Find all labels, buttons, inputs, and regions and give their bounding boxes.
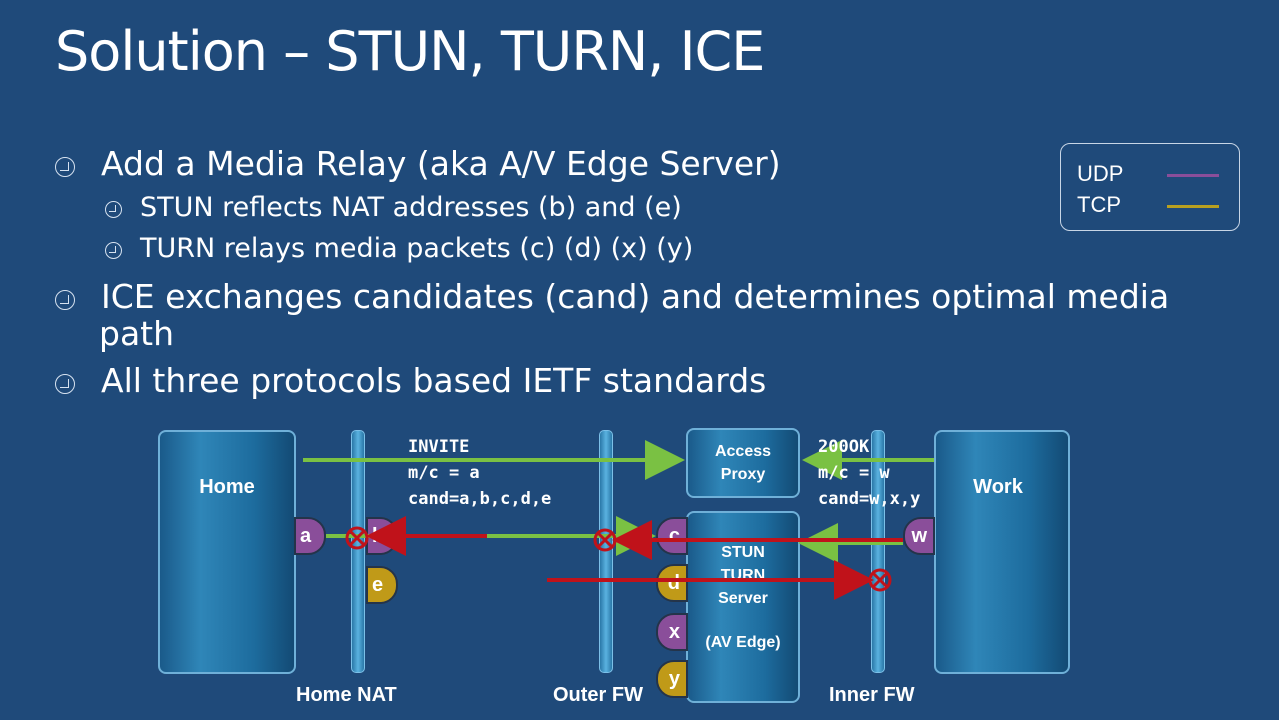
arrow-bullet-icon [105, 201, 122, 218]
inner-fw-label: Inner FW [829, 684, 915, 706]
work-label: Work [973, 476, 1023, 498]
legend-tcp-line [1167, 205, 1219, 208]
port-y: y [656, 660, 688, 698]
bullet-item: All three protocols based IETF standards [55, 362, 766, 400]
bullet-text: TURN relays media packets (c) (d) (x) (y… [140, 233, 694, 264]
bullet-text: All three protocols based IETF standards [101, 361, 767, 400]
bullet-item: ICE exchanges candidates (cand) and dete… [55, 278, 1169, 316]
access-proxy-box [686, 428, 800, 498]
home-nat-pillar [351, 430, 365, 673]
home-label: Home [199, 476, 255, 498]
legend-udp-label: UDP [1077, 161, 1124, 186]
blocked-icon [868, 568, 892, 592]
invite-message: INVITE m/c = a cand=a,b,c,d,e [408, 437, 552, 509]
stun-turn-server-box [686, 511, 800, 703]
inner-fw-pillar [871, 430, 885, 673]
legend: UDP TCP [1060, 143, 1240, 231]
access-proxy-label-1: Access [714, 443, 772, 460]
outer-fw-label: Outer FW [553, 684, 643, 706]
port-w: w [903, 517, 935, 555]
port-a: a [294, 517, 326, 555]
arrow-bullet-icon [55, 290, 75, 310]
stun-label: STUN [721, 544, 765, 561]
bullet-text: ICE exchanges candidates (cand) and dete… [101, 277, 1170, 316]
bullet-item: TURN relays media packets (c) (d) (x) (y… [105, 233, 693, 265]
bullet-text: STUN reflects NAT addresses (b) and (e) [140, 192, 682, 223]
bullet-text: path [99, 314, 175, 353]
port-x: x [656, 613, 688, 651]
ok-message: 200OK m/c = w cand=w,x,y [818, 437, 921, 509]
access-proxy-label-2: Proxy [720, 466, 766, 483]
port-e: e [366, 566, 398, 604]
home-box [158, 430, 296, 674]
av-edge-label: (AV Edge) [705, 634, 781, 651]
bullet-item-continued: path [55, 315, 174, 353]
bullet-text: Add a Media Relay (aka A/V Edge Server) [101, 144, 781, 183]
arrow-bullet-icon [105, 242, 122, 259]
legend-tcp: TCP [1077, 192, 1121, 218]
legend-udp: UDP [1077, 161, 1123, 187]
home-nat-label: Home NAT [296, 684, 397, 706]
blocked-icon [345, 526, 369, 550]
bullet-item: Add a Media Relay (aka A/V Edge Server) [55, 145, 781, 183]
arrow-bullet-icon [55, 374, 75, 394]
arrow-bullet-icon [55, 157, 75, 177]
work-box [934, 430, 1070, 674]
port-c: c [656, 517, 688, 555]
bullet-item: STUN reflects NAT addresses (b) and (e) [105, 192, 682, 224]
legend-udp-line [1167, 174, 1219, 177]
server-label: Server [718, 590, 768, 607]
slide-title: Solution – STUN, TURN, ICE [55, 20, 765, 83]
blocked-icon [593, 528, 617, 552]
port-d: d [656, 564, 688, 602]
legend-tcp-label: TCP [1077, 192, 1121, 217]
